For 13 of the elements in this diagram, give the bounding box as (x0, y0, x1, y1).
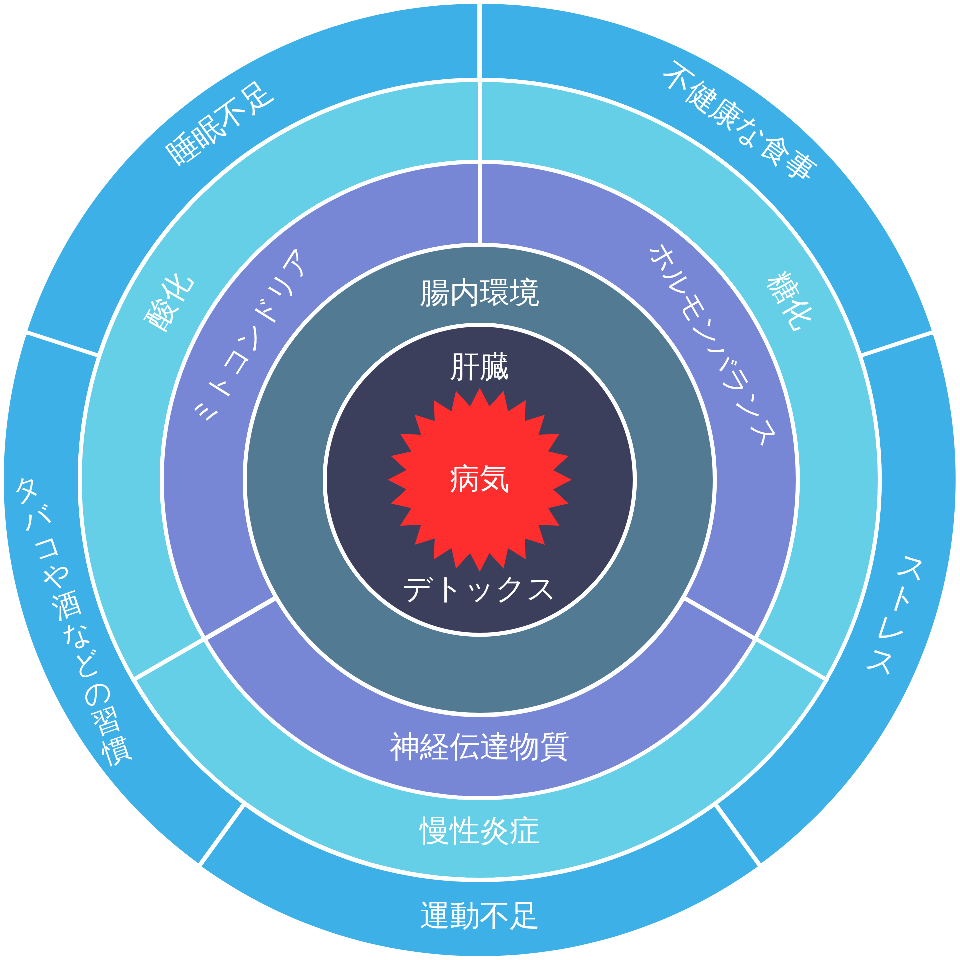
segment-label: デトックス (402, 572, 558, 607)
segment-label: 糖化 (760, 266, 820, 336)
segment-label: 睡眠不足 (162, 74, 280, 173)
segment-label: 神経伝達物質 (390, 730, 570, 765)
segment-label: 慢性炎症 (420, 814, 540, 849)
segment-label: 酸化 (140, 266, 200, 336)
segment-label: 運動不足 (420, 900, 540, 935)
segment-label: ストレス (862, 548, 932, 683)
segment-label: タバコや酒などの習慣 (8, 470, 135, 771)
segment-label: 肝臓 (450, 350, 510, 385)
segment-label: 病気 (450, 462, 510, 497)
segment-label: 腸内環境 (420, 276, 540, 311)
segment-label: 不健康な食事 (655, 56, 822, 191)
